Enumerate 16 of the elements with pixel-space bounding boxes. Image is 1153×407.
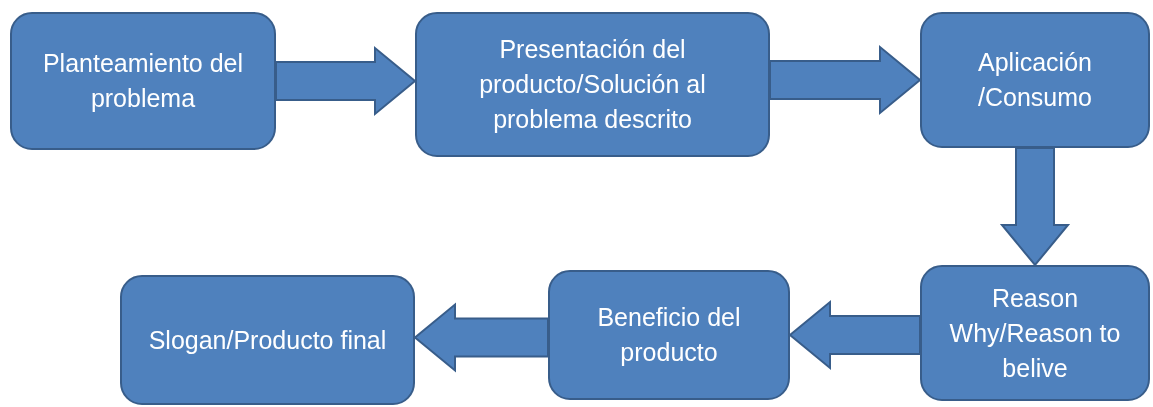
process-box [920, 265, 1150, 401]
process-box [10, 12, 276, 150]
block-arrow [275, 45, 417, 117]
box-label: Planteamiento del problema [41, 48, 245, 114]
block-arrow [769, 44, 922, 116]
box-label: Slogan/Producto final [148, 324, 387, 356]
box-label: Beneficio del producto [596, 302, 742, 368]
block-arrow [999, 147, 1071, 267]
box-label: Presentación del producto/Solución al problema descrito [478, 34, 707, 135]
process-box [548, 270, 790, 400]
block-arrow [788, 299, 921, 371]
box-label: Aplicación /Consumo [977, 47, 1093, 113]
process-box [120, 275, 415, 405]
process-box [920, 12, 1150, 148]
process-box [415, 12, 770, 157]
box-label: Reason Why/Reason to belive [948, 282, 1122, 384]
